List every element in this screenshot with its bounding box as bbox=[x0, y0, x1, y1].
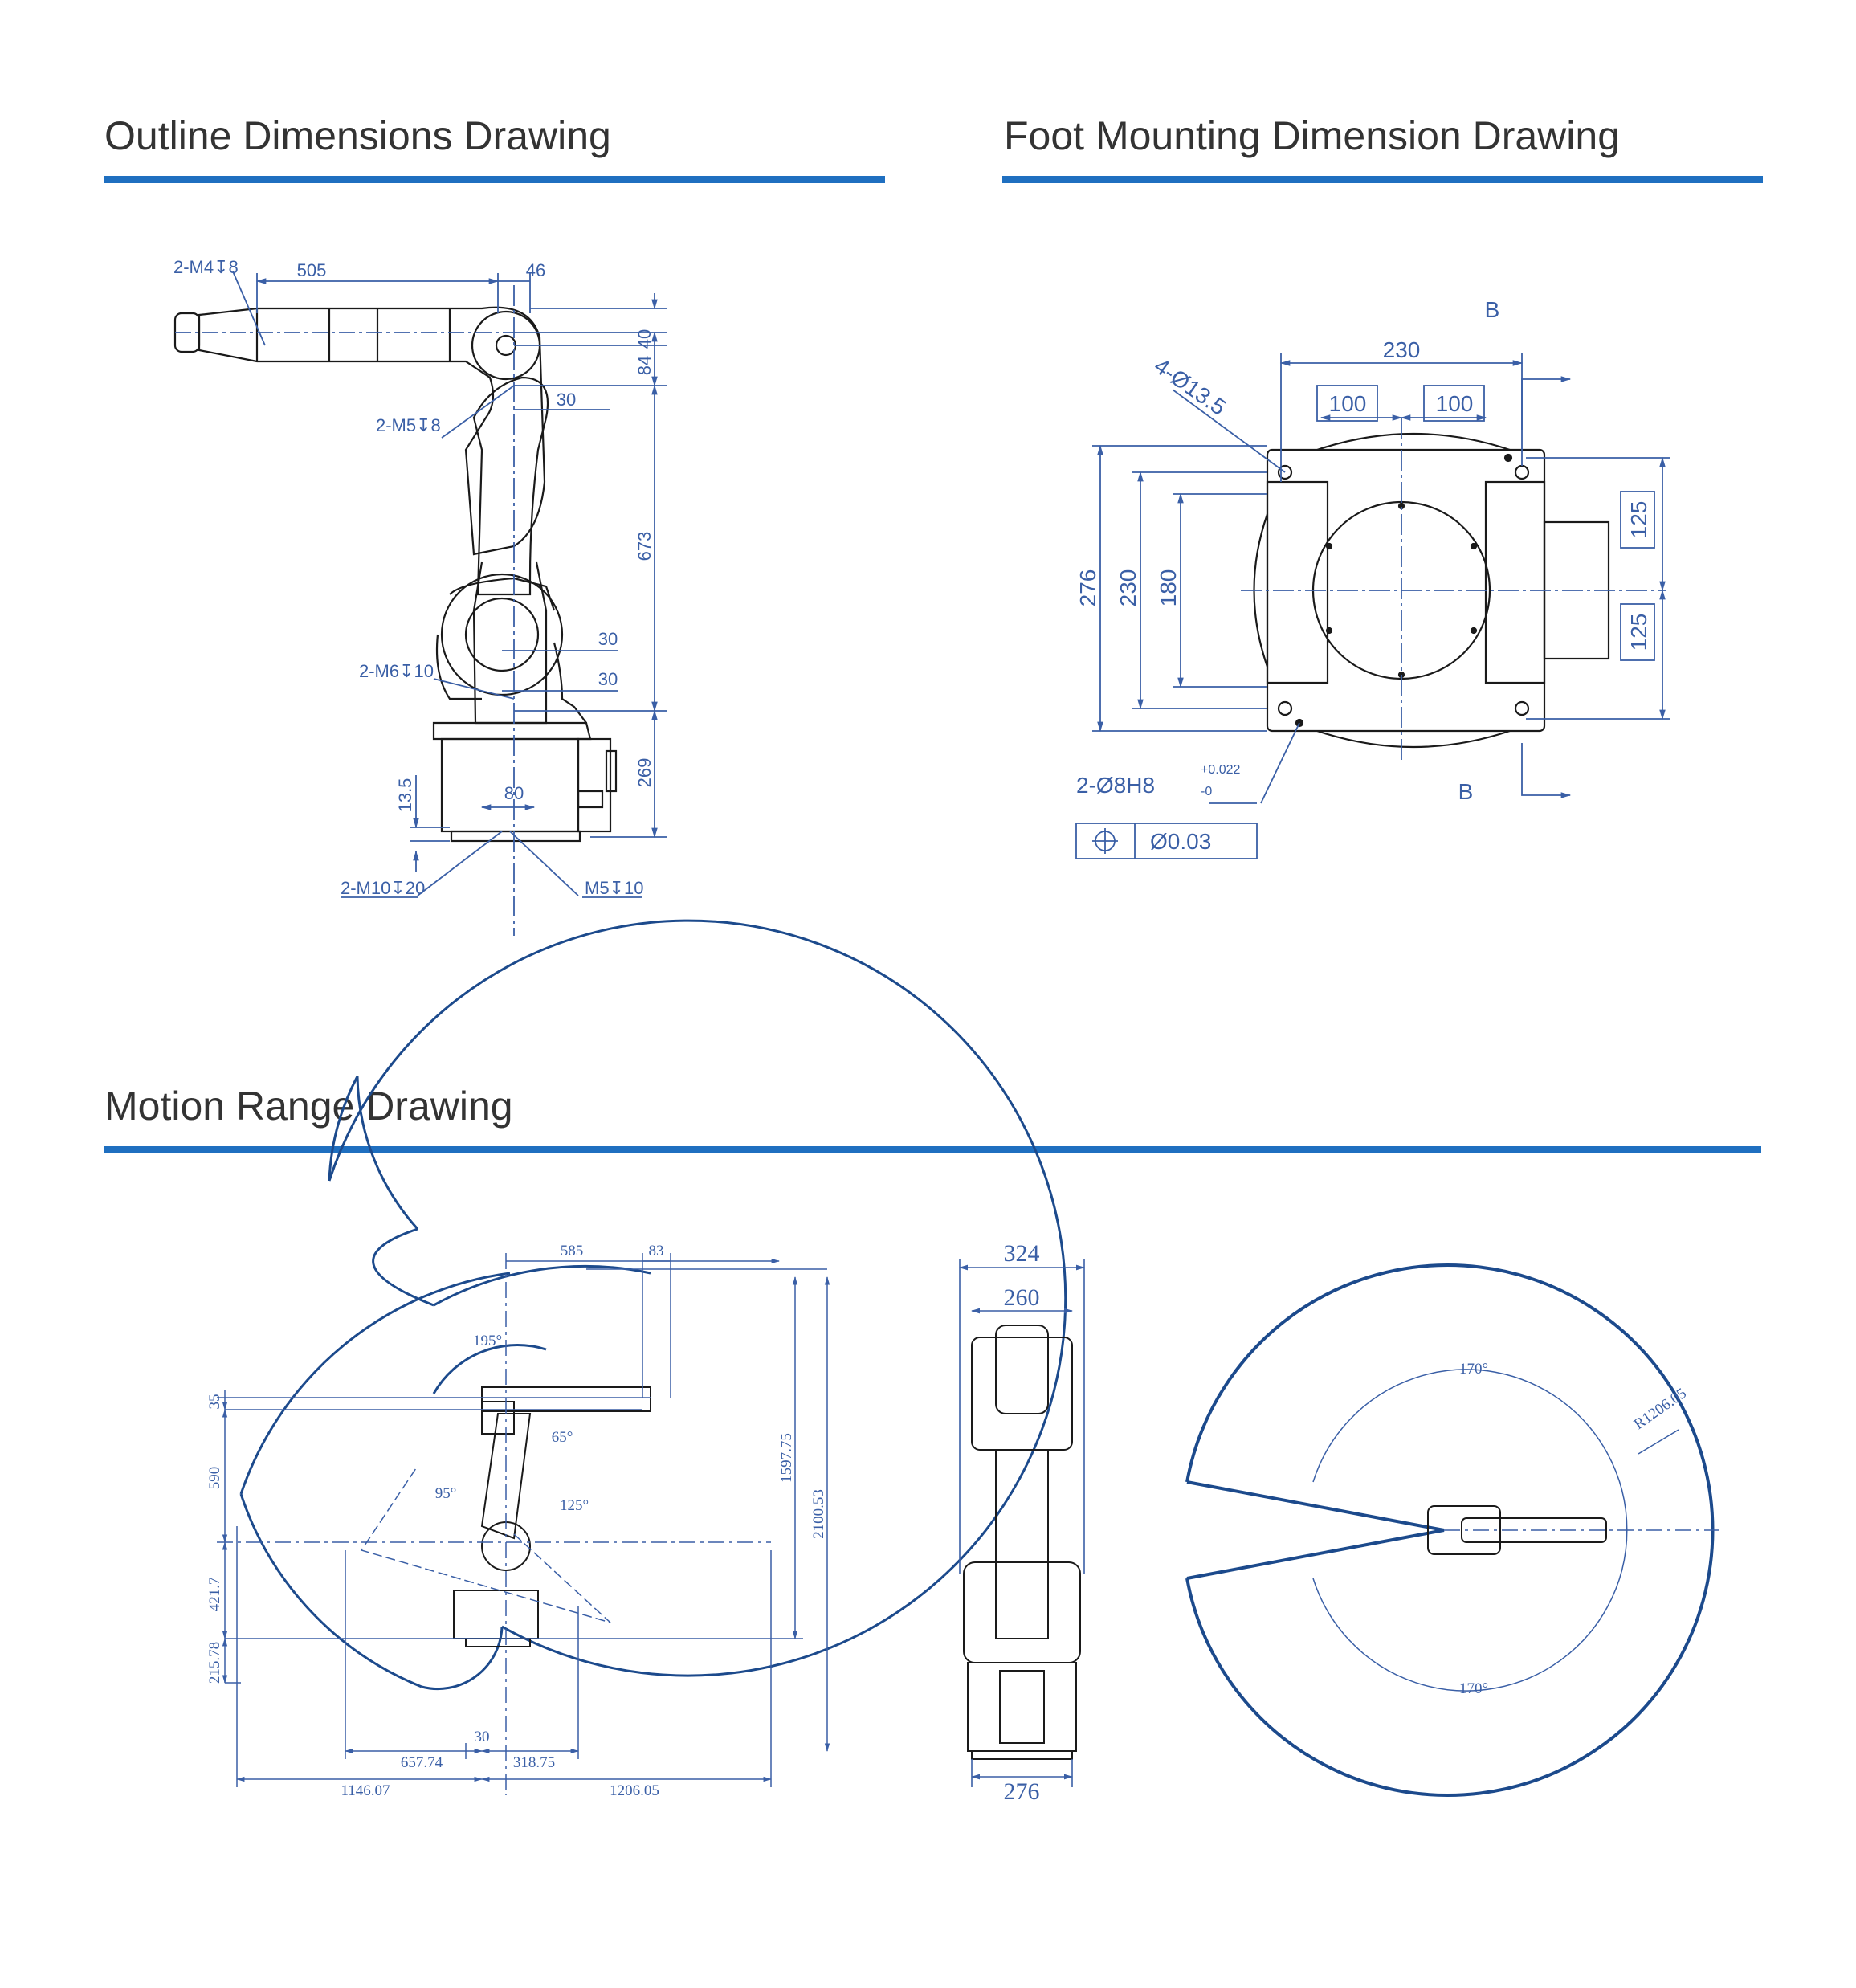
top-radius-label: R1206.05 bbox=[1631, 1385, 1690, 1433]
front-dimension-lines bbox=[958, 1259, 1086, 1787]
callout-m5: 2-M5↧8 bbox=[376, 415, 441, 435]
side-reach-envelope bbox=[239, 919, 1067, 1691]
motion-section-title: Motion Range Drawing bbox=[104, 1084, 513, 1129]
motion-dim-30: 30 bbox=[475, 1729, 490, 1745]
top-angle-170-upper: 170° bbox=[1459, 1361, 1488, 1378]
outline-section-title: Outline Dimensions Drawing bbox=[104, 113, 611, 158]
motion-dim-83: 83 bbox=[649, 1243, 664, 1259]
dim-40: 40 bbox=[634, 329, 655, 349]
foot-section-underline bbox=[1002, 176, 1763, 183]
dim-30-shoulder: 30 bbox=[598, 629, 618, 649]
top-angle-170-lower: 170° bbox=[1459, 1680, 1488, 1697]
foot-section-title: Foot Mounting Dimension Drawing bbox=[1004, 113, 1621, 158]
motion-angle-65: 65° bbox=[552, 1429, 573, 1446]
motion-dim-1146-07: 1146.07 bbox=[341, 1782, 390, 1799]
motion-dim-657-74: 657.74 bbox=[401, 1754, 443, 1771]
motion-angle-195: 195° bbox=[473, 1333, 502, 1349]
foot-dim-100-right: 100 bbox=[1436, 391, 1474, 416]
front-dim-276: 276 bbox=[1004, 1778, 1040, 1805]
foot-position-tolerance: Ø0.03 bbox=[1150, 829, 1211, 854]
motion-dim-421-7: 421.7 bbox=[206, 1578, 223, 1612]
motion-dim-35: 35 bbox=[206, 1394, 223, 1410]
side-motion-lines bbox=[217, 1253, 830, 1795]
front-robot-figure bbox=[963, 1325, 1081, 1760]
callout-m5b: M5↧10 bbox=[585, 878, 643, 898]
foot-dim-100-left: 100 bbox=[1329, 391, 1367, 416]
dim-30-elbow: 30 bbox=[557, 390, 576, 410]
foot-dim-125-bottom: 125 bbox=[1626, 614, 1651, 651]
motion-dim-2100-53: 2100.53 bbox=[810, 1489, 827, 1539]
dim-13-5: 13.5 bbox=[395, 778, 415, 813]
motion-dim-1206-05: 1206.05 bbox=[610, 1782, 659, 1799]
motion-angle-125: 125° bbox=[560, 1497, 589, 1514]
callout-m10: 2-M10↧20 bbox=[341, 878, 425, 898]
section-mark-top: B bbox=[1485, 297, 1500, 322]
foot-pin-callout: 2-Ø8H8 bbox=[1076, 773, 1155, 798]
motion-dim-585: 585 bbox=[561, 1243, 584, 1259]
dim-505: 505 bbox=[297, 260, 327, 280]
dim-269: 269 bbox=[634, 758, 655, 788]
motion-dim-590: 590 bbox=[206, 1467, 223, 1490]
outline-section-underline bbox=[104, 176, 885, 183]
foot-dim-230-width: 230 bbox=[1383, 337, 1421, 362]
motion-dim-1597-75: 1597.75 bbox=[778, 1433, 795, 1483]
callout-m6: 2-M6↧10 bbox=[359, 661, 434, 681]
foot-dim-125-top: 125 bbox=[1626, 501, 1651, 539]
foot-dim-276: 276 bbox=[1075, 569, 1100, 607]
front-dim-260: 260 bbox=[1004, 1284, 1040, 1311]
dim-84: 84 bbox=[634, 356, 655, 375]
foot-dimension-lines bbox=[1075, 353, 1670, 859]
foot-dim-230-height: 230 bbox=[1116, 569, 1140, 607]
foot-pin-tolerance-lower: -0 bbox=[1201, 785, 1212, 798]
motion-section-underline bbox=[104, 1146, 1761, 1153]
foot-dim-180: 180 bbox=[1156, 569, 1181, 607]
dim-30-waist: 30 bbox=[598, 669, 618, 689]
top-motion-lines bbox=[1312, 1369, 1719, 1692]
top-robot-figure bbox=[1427, 1505, 1607, 1555]
foot-pin-tolerance-upper: +0.022 bbox=[1201, 763, 1240, 777]
motion-dim-215-78: 215.78 bbox=[206, 1642, 223, 1684]
motion-dim-318-75: 318.75 bbox=[513, 1754, 555, 1771]
dim-673: 673 bbox=[634, 532, 655, 561]
motion-angle-95: 95° bbox=[435, 1485, 457, 1502]
front-dim-324: 324 bbox=[1004, 1240, 1040, 1267]
section-mark-bottom: B bbox=[1458, 779, 1474, 804]
callout-m4: 2-M4↧8 bbox=[173, 257, 239, 277]
dim-46: 46 bbox=[526, 260, 545, 280]
outline-dimension-lines bbox=[175, 271, 667, 936]
side-robot-figure bbox=[453, 1386, 651, 1647]
dim-80: 80 bbox=[504, 783, 524, 803]
